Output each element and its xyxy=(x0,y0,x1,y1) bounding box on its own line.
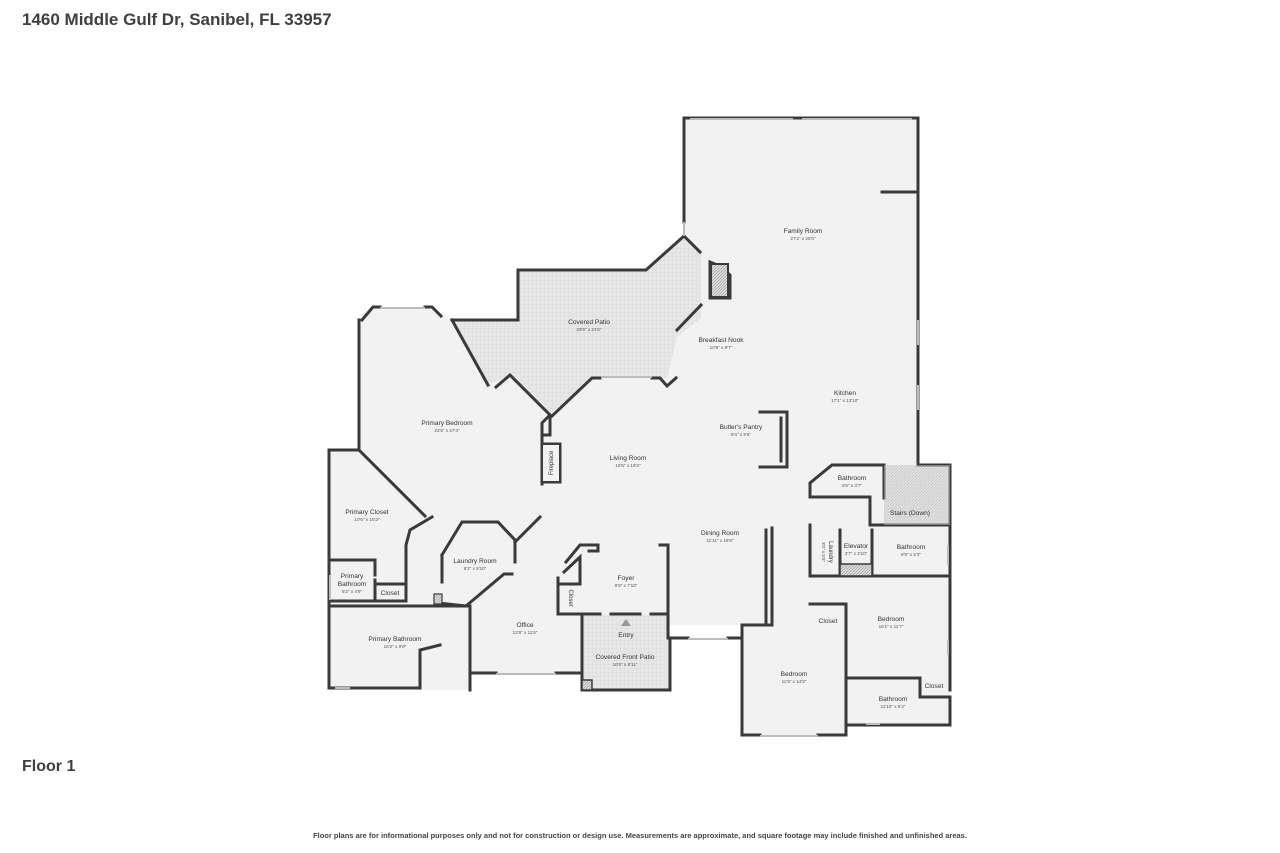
disclaimer-text: Floor plans are for informational purpos… xyxy=(313,831,967,840)
property-address: 1460 Middle Gulf Dr, Sanibel, FL 33957 xyxy=(22,10,332,29)
bedroom-lower-label: Bedroom xyxy=(781,671,808,678)
bathroom-upper-label: Bathroom xyxy=(838,475,867,482)
family-room-label: Family Room xyxy=(784,228,823,235)
office-label: Office xyxy=(516,622,533,629)
breakfast-nook-label: Breakfast Nook xyxy=(698,337,744,344)
primary-closet-label: Primary Closet xyxy=(345,509,388,516)
bathroom-mid-dims: 8'9" x 5'3" xyxy=(901,552,921,557)
living-room-dims: 16'5" x 19'3" xyxy=(615,463,641,468)
laundry-small-dims: 3'0" x 5'5" xyxy=(821,542,826,562)
stairs-label: Stairs (Down) xyxy=(890,510,930,517)
butlers-pantry-label: Butler's Pantry xyxy=(720,424,763,431)
kitchen-label: Kitchen xyxy=(834,390,856,397)
bedroom-right-dims: 16'1" x 11'7" xyxy=(879,624,904,629)
covered-front-patio-label: Covered Front Patio xyxy=(595,654,654,661)
laundry-room-dims: 8'2" x 9'10" xyxy=(464,566,487,571)
closet-primary-label: Closet xyxy=(381,590,400,597)
bedroom-right-label: Bedroom xyxy=(878,616,905,623)
primary-bathroom-small-label-1: Primary xyxy=(341,573,364,580)
breakfast-nook-dims: 10'9" x 9'7" xyxy=(710,345,733,350)
primary-closet-dims: 10'6" x 15'3" xyxy=(354,517,380,522)
office-dims: 12'8" x 11'5" xyxy=(513,630,538,635)
closet-bedroom-label: Closet xyxy=(819,618,838,625)
family-room-dims: 27'2" x 26'0" xyxy=(790,236,816,241)
dining-room-dims: 11'11" x 19'8" xyxy=(706,538,733,543)
living-room-label: Living Room xyxy=(610,455,647,462)
covered-patio-label: Covered Patio xyxy=(568,319,610,326)
bathroom-mid-label: Bathroom xyxy=(897,544,926,551)
entry-label: Entry xyxy=(618,632,634,639)
elevator-label: Elevator xyxy=(844,543,869,550)
covered-front-patio-dims: 10'6" x 8'11" xyxy=(613,662,638,667)
bedroom-lower-dims: 11'9" x 14'8" xyxy=(782,679,807,684)
covered-patio-dims: 29'9" x 21'6" xyxy=(576,327,602,332)
laundry-room-label: Laundry Room xyxy=(453,558,497,565)
dining-room-label: Dining Room xyxy=(701,530,740,537)
fixture-blocks xyxy=(433,263,950,691)
walls xyxy=(327,116,952,737)
primary-bathroom-small-dims: 5'2" x 4'9" xyxy=(342,589,362,594)
primary-bathroom-label: Primary Bathroom xyxy=(368,636,422,643)
windows xyxy=(329,118,949,737)
bathroom-lower-label: Bathroom xyxy=(879,696,908,703)
primary-bathroom-small-label-2: Bathroom xyxy=(338,581,367,588)
bathroom-lower-dims: 11'10" x 5'3" xyxy=(881,704,906,709)
closet-bath-label: Closet xyxy=(925,683,944,690)
fireplace-label: Fireplace xyxy=(549,450,555,475)
entry-arrow-icon xyxy=(621,619,631,626)
floor-label: Floor 1 xyxy=(22,758,76,775)
closet-foyer-label: Closet xyxy=(567,589,573,606)
laundry-small-label: Laundry xyxy=(827,541,833,563)
primary-bedroom-label: Primary Bedroom xyxy=(421,420,473,427)
elevator-dims: 3'7" x 3'10" xyxy=(845,551,868,556)
primary-bedroom-dims: 22'5" x 27'4" xyxy=(434,428,460,433)
foyer-label: Foyer xyxy=(618,575,636,582)
foyer-dims: 9'9" x 7'10" xyxy=(615,583,638,588)
bathroom-upper-dims: 8'5" x 3'7" xyxy=(842,483,862,488)
butlers-pantry-dims: 9'4" x 9'6" xyxy=(731,432,751,437)
primary-bathroom-dims: 16'2" x 9'9" xyxy=(384,644,407,649)
kitchen-dims: 17'1" x 13'10" xyxy=(831,398,859,403)
room-labels: Family Room 27'2" x 26'0" Covered Patio … xyxy=(338,228,944,709)
